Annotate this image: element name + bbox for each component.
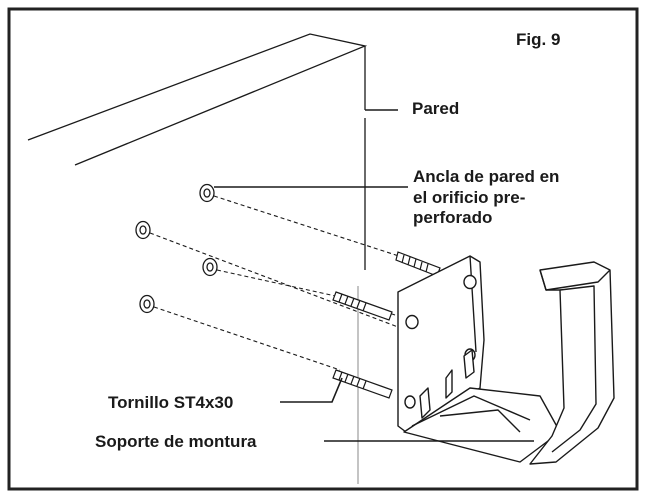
screw-bottom <box>332 369 393 399</box>
wall-anchor-4 <box>139 294 155 314</box>
wall-anchor-1 <box>199 183 215 203</box>
figure-title: Fig. 9 <box>516 30 561 49</box>
wall-anchor-label: Ancla de pared en el orificio pre- perfo… <box>413 167 560 228</box>
saddle-mount-bracket <box>397 255 615 465</box>
wall-anchors <box>135 183 218 314</box>
wall-anchor-3 <box>202 257 218 277</box>
bracket-label: Soporte de montura <box>95 432 257 451</box>
wall-label: Pared <box>412 99 460 118</box>
alignment-lines <box>149 195 406 371</box>
screw-label: Tornillo ST4x30 <box>108 393 234 412</box>
leader-screw <box>280 377 343 403</box>
leader-lines <box>214 186 534 442</box>
screw-middle <box>332 291 393 321</box>
bracket-back-plate <box>397 255 485 433</box>
wall-anchor-2 <box>135 220 151 240</box>
bracket-hook <box>529 261 615 465</box>
wall-panel <box>27 33 398 484</box>
figure-frame <box>7 7 639 491</box>
screws <box>332 251 441 399</box>
screw-top <box>395 251 441 277</box>
